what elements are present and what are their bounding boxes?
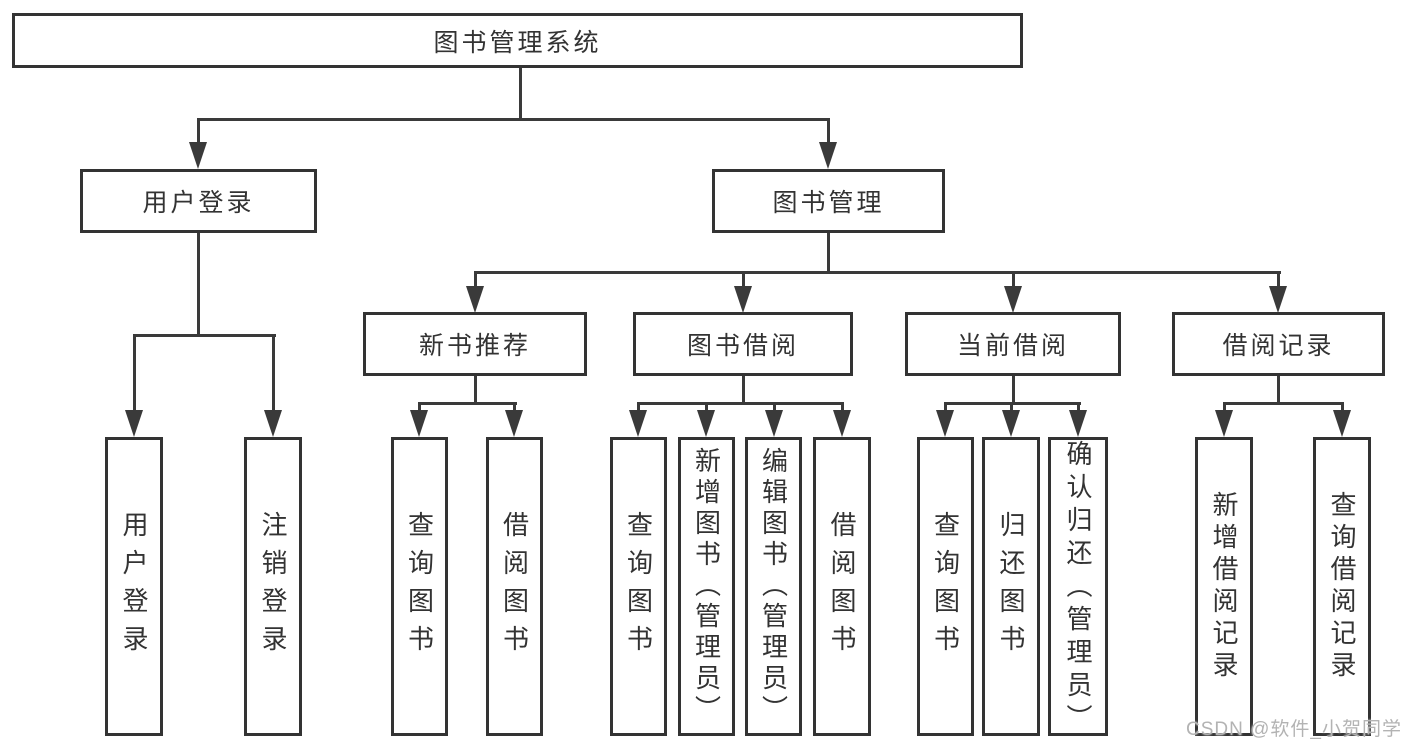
- leaf-query-borrow-record: 查询借阅记录: [1313, 437, 1371, 736]
- connector-arrow-down: [734, 286, 752, 313]
- leaf-query-books-current: 查询图书: [917, 437, 974, 736]
- node-label: 当前借阅: [956, 332, 1069, 360]
- connector-line: [741, 376, 745, 405]
- leaf-label: 查询借阅记录: [1327, 490, 1357, 683]
- leaf-label: 确认归还（管理员）: [1063, 440, 1093, 737]
- connector-line: [473, 270, 1281, 274]
- connector-line: [132, 333, 136, 412]
- connector-line: [636, 401, 844, 405]
- connector-line: [943, 401, 947, 412]
- leaf-label: 注销登录: [258, 510, 288, 663]
- connector-line: [1222, 401, 1226, 412]
- leaf-label: 借阅图书: [827, 510, 857, 663]
- leaf-borrow-books-recommend: 借阅图书: [486, 437, 543, 736]
- leaf-borrow-books: 借阅图书: [813, 437, 871, 736]
- connector-line: [271, 333, 275, 412]
- node-label: 借阅记录: [1222, 332, 1335, 360]
- connector-arrow-down: [125, 410, 143, 437]
- watermark: CSDN @软件_小贺同学: [1186, 719, 1402, 740]
- node-current-borrowing: 当前借阅: [905, 312, 1121, 376]
- connector-line: [132, 333, 276, 337]
- connector-arrow-down: [1333, 410, 1351, 437]
- leaf-label: 新增图书（管理员）: [691, 447, 722, 726]
- connector-line: [826, 233, 830, 273]
- leaf-query-books-borrow: 查询图书: [610, 437, 667, 736]
- node-book-management: 图书管理: [712, 169, 945, 233]
- leaf-add-borrow-record: 新增借阅记录: [1195, 437, 1253, 736]
- node-new-book-recommendation: 新书推荐: [363, 312, 587, 376]
- connector-line: [704, 401, 708, 412]
- connector-line: [417, 401, 421, 412]
- connector-line: [196, 117, 200, 143]
- connector-line: [840, 401, 844, 412]
- connector-line: [826, 117, 830, 143]
- connector-arrow-down: [936, 410, 954, 437]
- leaf-label: 新增借阅记录: [1209, 490, 1239, 683]
- connector-line: [196, 117, 830, 121]
- leaf-label: 借阅图书: [499, 510, 530, 663]
- connector-arrow-down: [1215, 410, 1233, 437]
- leaf-user-login: 用户登录: [105, 437, 163, 736]
- leaf-label: 查询图书: [930, 510, 961, 663]
- node-library-system: 图书管理系统: [12, 13, 1023, 68]
- node-label: 图书管理: [772, 189, 885, 217]
- leaf-label: 查询图书: [404, 510, 435, 663]
- connector-arrow-down: [505, 410, 523, 437]
- connector-line: [1276, 376, 1280, 405]
- connector-line: [518, 68, 522, 120]
- leaf-label: 查询图书: [623, 510, 654, 663]
- connector-line: [1340, 401, 1344, 412]
- connector-line: [1222, 401, 1344, 405]
- leaf-label: 用户登录: [119, 510, 149, 663]
- connector-line: [636, 401, 640, 412]
- connector-line: [1076, 401, 1080, 412]
- connector-line: [1011, 376, 1015, 405]
- connector-arrow-down: [1069, 410, 1087, 437]
- node-label: 图书管理系统: [433, 28, 602, 57]
- leaf-return-books: 归还图书: [982, 437, 1040, 736]
- connector-line: [772, 401, 776, 412]
- connector-line: [741, 270, 745, 288]
- connector-arrow-down: [264, 410, 282, 437]
- node-label: 用户登录: [142, 189, 255, 217]
- connector-line: [473, 376, 477, 405]
- connector-arrow-down: [629, 410, 647, 437]
- node-user-login: 用户登录: [80, 169, 317, 233]
- leaf-label: 编辑图书（管理员）: [758, 447, 789, 726]
- connector-arrow-down: [697, 410, 715, 437]
- connector-line: [1009, 401, 1013, 412]
- connector-line: [1011, 270, 1015, 288]
- leaf-label: 归还图书: [996, 510, 1026, 663]
- node-borrowing-records: 借阅记录: [1172, 312, 1385, 376]
- node-label: 新书推荐: [418, 332, 531, 360]
- connector-arrow-down: [410, 410, 428, 437]
- connector-arrow-down: [189, 142, 207, 169]
- leaf-logout-login: 注销登录: [244, 437, 302, 736]
- node-book-borrowing: 图书借阅: [633, 312, 853, 376]
- connector-arrow-down: [819, 142, 837, 169]
- connector-line: [473, 270, 477, 288]
- leaf-edit-books-admin: 编辑图书（管理员）: [745, 437, 802, 736]
- connector-arrow-down: [833, 410, 851, 437]
- connector-line: [417, 401, 517, 405]
- connector-arrow-down: [1004, 286, 1022, 313]
- connector-arrow-down: [466, 286, 484, 313]
- leaf-add-books-admin: 新增图书（管理员）: [678, 437, 735, 736]
- connector-line: [196, 233, 200, 336]
- leaf-confirm-return-admin: 确认归还（管理员）: [1048, 437, 1108, 737]
- connector-arrow-down: [1269, 286, 1287, 313]
- connector-arrow-down: [765, 410, 783, 437]
- node-label: 图书借阅: [686, 332, 799, 360]
- connector-line: [512, 401, 516, 412]
- connector-line: [1276, 270, 1280, 288]
- leaf-query-books-recommend: 查询图书: [391, 437, 448, 736]
- connector-arrow-down: [1002, 410, 1020, 437]
